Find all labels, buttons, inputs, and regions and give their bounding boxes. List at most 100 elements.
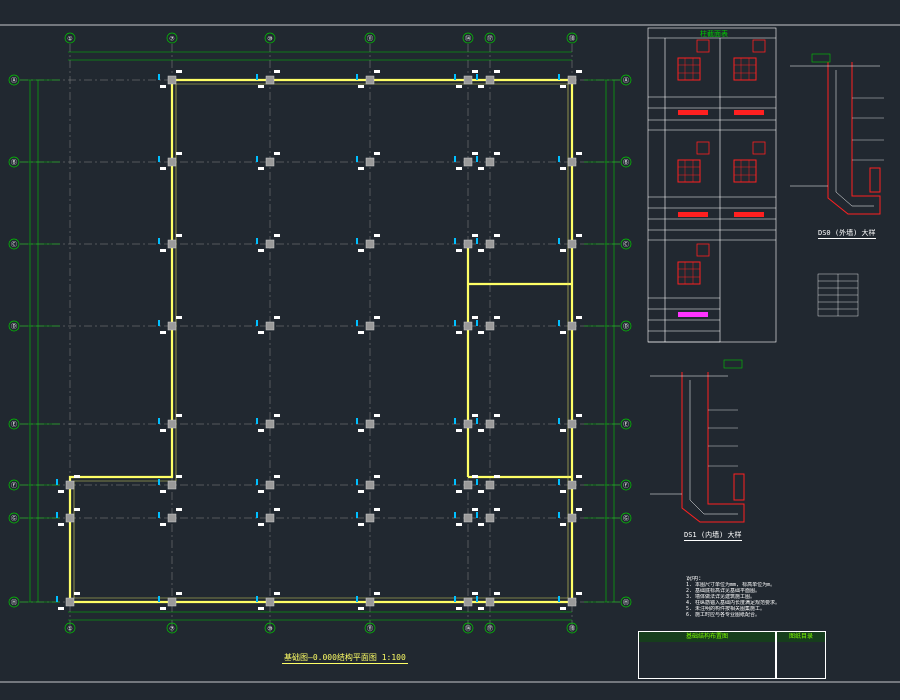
grid-axis-label: ⑰ (487, 625, 493, 633)
column-tag (160, 85, 166, 88)
column (567, 157, 577, 167)
column (463, 597, 473, 607)
grid-axis-label: Ⓖ (11, 515, 17, 523)
grid-axis-label: ① (67, 36, 72, 43)
beam-tag (158, 596, 160, 602)
column (265, 597, 275, 607)
note-line: 1. 本图尺寸单位为mm, 标高单位为m。 (686, 582, 776, 588)
column-tag (456, 523, 462, 526)
grid-axis-label: Ⓖ (623, 515, 629, 523)
column-schedule-table (647, 27, 777, 343)
column (365, 239, 375, 249)
column-tag (258, 490, 264, 493)
grid-axis-label: Ⓔ (623, 421, 629, 429)
beam-tag (558, 596, 560, 602)
grid-bubble (64, 622, 76, 634)
grid-axis-label: Ⓔ (11, 421, 17, 429)
grid-axis-label: ⑱ (569, 35, 575, 43)
column (485, 239, 495, 249)
grid-axis-label: Ⓓ (11, 323, 17, 331)
column-tag (258, 249, 264, 252)
beam-tag (158, 156, 160, 162)
column (65, 513, 75, 523)
column-tag (560, 249, 566, 252)
rebar-table (817, 273, 859, 317)
grid-bubble (166, 622, 178, 634)
column-tag (58, 523, 64, 526)
grid-bubble (620, 238, 632, 250)
column (167, 480, 177, 490)
note-line: 3. 墙体做法详见建筑施工图。 (686, 594, 756, 600)
beam-tag (356, 74, 358, 80)
column-tag (560, 429, 566, 432)
column-tag (160, 331, 166, 334)
column-tag (478, 249, 484, 252)
column-tag (576, 70, 582, 73)
grid-bubble (462, 622, 474, 634)
column-tag (472, 508, 478, 511)
grid-axis-label: ⑭ (465, 625, 471, 633)
column (365, 321, 375, 331)
note-line: 2. 基础底标高详见基础平面图。 (686, 588, 761, 594)
beam-tag (356, 479, 358, 485)
grid-axis-label: Ⓒ (11, 241, 17, 249)
column-tag (576, 414, 582, 417)
column-tag (258, 85, 264, 88)
beam-tag (454, 74, 456, 80)
column-tag (358, 249, 364, 252)
note-line: 5. 未注明的构件按相关图集施工。 (686, 606, 766, 612)
column-tag (274, 70, 280, 73)
beam-tag (558, 512, 560, 518)
column (463, 157, 473, 167)
column-tag (456, 429, 462, 432)
grid-bubble (8, 479, 20, 491)
grid-lines-vertical (69, 44, 573, 632)
beam-tag (256, 156, 258, 162)
grid-axis-label: Ⓑ (623, 159, 629, 167)
column-tag (74, 475, 80, 478)
column (365, 419, 375, 429)
column-tag (456, 331, 462, 334)
column-tag (374, 475, 380, 478)
column-tag (494, 508, 500, 511)
column (65, 597, 75, 607)
column-tag (472, 152, 478, 155)
grid-bubble (8, 596, 20, 608)
column-tag (274, 152, 280, 155)
column-tag (560, 490, 566, 493)
grid-bubble (8, 156, 20, 168)
grid-axis-label: Ⓐ (11, 77, 17, 85)
grid-axis-label: ⑭ (465, 35, 471, 43)
beam-tag (256, 74, 258, 80)
beam-tag (454, 156, 456, 162)
drawing-index-block: 图纸目录 (776, 631, 826, 679)
grid-bubble (166, 32, 178, 44)
column (365, 480, 375, 490)
grid-axis-label: ⑪ (367, 35, 373, 43)
column (167, 239, 177, 249)
beam-tag (476, 320, 478, 326)
beam-tag (256, 479, 258, 485)
column-tag (374, 316, 380, 319)
column-tag (358, 331, 364, 334)
grid-bubble (620, 74, 632, 86)
beam-tag (256, 418, 258, 424)
column (167, 597, 177, 607)
column (365, 597, 375, 607)
title-block-header: 基础结构布置图 (639, 632, 775, 642)
column-tag (160, 249, 166, 252)
column (485, 75, 495, 85)
grid-bubble (8, 320, 20, 332)
column-tag (274, 234, 280, 237)
column-section-sketches (677, 39, 766, 317)
column (463, 480, 473, 490)
column-tag (456, 607, 462, 610)
column-tag (160, 167, 166, 170)
column-tag (58, 490, 64, 493)
column (65, 480, 75, 490)
beam-tag (356, 512, 358, 518)
beam-tag (454, 320, 456, 326)
column-tag (560, 607, 566, 610)
beam-tag (56, 596, 58, 602)
